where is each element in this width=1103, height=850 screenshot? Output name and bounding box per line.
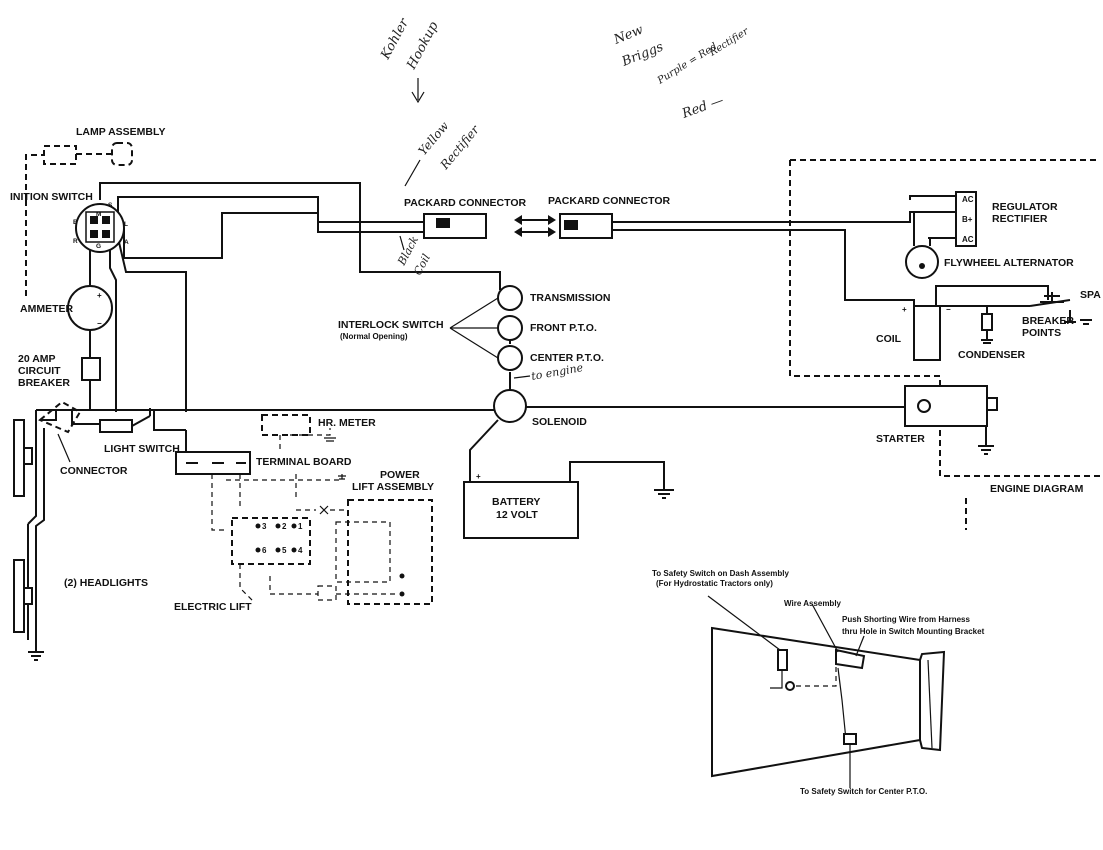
condenser-label: CONDENSER xyxy=(958,349,1026,361)
main-harness-wires xyxy=(27,182,958,640)
svg-text:AC: AC xyxy=(962,195,974,204)
headlights-label: (2) HEADLIGHTS xyxy=(64,577,148,589)
svg-text:RECTIFIER: RECTIFIER xyxy=(992,213,1048,225)
solenoid: SOLENOID xyxy=(493,389,587,428)
interlock-switches: TRANSMISSION FRONT P.T.O. CENTER P.T.O. … xyxy=(338,285,611,371)
svg-text:to engine: to engine xyxy=(530,361,584,383)
svg-text:POINTS: POINTS xyxy=(1022,327,1061,339)
svg-text:S: S xyxy=(108,202,113,209)
breaker-points: BREAKER POINTS xyxy=(1022,299,1076,339)
svg-text:SPA: SPA xyxy=(1080,289,1101,301)
svg-text:Wire Assembly: Wire Assembly xyxy=(784,599,842,608)
svg-text:L: L xyxy=(124,221,128,228)
svg-text:Push Shorting Wire from Harnes: Push Shorting Wire from Harness xyxy=(842,615,971,624)
flywheel-alternator-label: FLYWHEEL ALTERNATOR xyxy=(944,257,1074,269)
packard-connector-right: PACKARD CONNECTOR xyxy=(548,195,671,239)
packard-connector-left-label: PACKARD CONNECTOR xyxy=(404,197,527,209)
light-switch: LIGHT SWITCH xyxy=(99,415,180,455)
terminal-board: TERMINAL BOARD xyxy=(175,451,352,475)
packard-connector-left: PACKARD CONNECTOR xyxy=(404,197,527,239)
connector-label: CONNECTOR xyxy=(60,465,128,477)
svg-text:R: R xyxy=(73,238,78,245)
flywheel-alternator: FLYWHEEL ALTERNATOR xyxy=(905,212,1074,279)
solenoid-label: SOLENOID xyxy=(532,416,587,428)
connector-arrows xyxy=(514,215,556,237)
svg-text:Kohler: Kohler xyxy=(378,16,413,63)
headlights: (2) HEADLIGHTS xyxy=(13,419,148,661)
safety-switch-inset: To Safety Switch on Dash Assembly (For H… xyxy=(652,569,985,796)
svg-text:+: + xyxy=(902,305,907,314)
svg-text:6: 6 xyxy=(262,546,267,555)
svg-text:A: A xyxy=(124,239,129,246)
transmission-label: TRANSMISSION xyxy=(530,292,611,304)
svg-text:BATTERY: BATTERY xyxy=(492,496,540,508)
svg-text:G: G xyxy=(96,243,101,250)
regulator-rectifier: AC B+ AC REGULATOR RECTIFIER xyxy=(909,191,1058,247)
svg-text:B+: B+ xyxy=(962,215,973,224)
svg-text:Coil: Coil xyxy=(411,251,433,277)
svg-text:To Safety Switch on Dash Assem: To Safety Switch on Dash Assembly xyxy=(652,569,789,578)
svg-text:B: B xyxy=(73,219,78,226)
center-pto-label: CENTER P.T.O. xyxy=(530,352,604,364)
svg-text:REGULATOR: REGULATOR xyxy=(992,201,1058,213)
hour-meter: HR. METER xyxy=(261,414,376,452)
condenser: CONDENSER xyxy=(958,306,1026,361)
lamp-assembly: LAMP ASSEMBLY xyxy=(25,126,165,300)
spark-plug: SPA xyxy=(1040,289,1101,325)
svg-text:(Normal Opening): (Normal Opening) xyxy=(340,332,408,341)
battery: BATTERY 12 VOLT + xyxy=(463,472,674,539)
circuit-breaker: 20 AMP CIRCUIT BREAKER xyxy=(18,353,101,389)
front-pto-label: FRONT P.T.O. xyxy=(530,322,597,334)
engine-diagram-label: ENGINE DIAGRAM xyxy=(990,483,1084,495)
ammeter-label: AMMETER xyxy=(20,303,73,315)
light-switch-label: LIGHT SWITCH xyxy=(104,443,180,455)
svg-text:AC: AC xyxy=(962,235,974,244)
svg-text:1: 1 xyxy=(298,522,303,531)
svg-text:12 VOLT: 12 VOLT xyxy=(496,509,538,521)
hour-meter-label: HR. METER xyxy=(318,417,376,429)
ignition-switch: INITION SWITCH S B L R A M G xyxy=(10,191,129,253)
engine-diagram-boundary xyxy=(789,159,1100,530)
svg-text:4: 4 xyxy=(298,546,303,555)
interlock-switch-label: INTERLOCK SWITCH xyxy=(338,319,444,331)
svg-text:To Safety Switch for Center P.: To Safety Switch for Center P.T.O. xyxy=(800,787,927,796)
svg-text:BREAKER: BREAKER xyxy=(18,377,70,389)
svg-text:3: 3 xyxy=(262,522,267,531)
svg-text:5: 5 xyxy=(282,546,287,555)
svg-text:POWER: POWER xyxy=(380,469,420,481)
svg-text:2: 2 xyxy=(282,522,287,531)
svg-text:New: New xyxy=(611,22,646,48)
svg-text:Red —: Red — xyxy=(679,93,725,122)
svg-text:20 AMP: 20 AMP xyxy=(18,353,56,365)
svg-text:+: + xyxy=(97,291,102,300)
svg-text:CIRCUIT: CIRCUIT xyxy=(18,365,61,377)
electric-lift-label: ELECTRIC LIFT xyxy=(174,601,252,613)
svg-text:thru Hole in Switch Mounting B: thru Hole in Switch Mounting Bracket xyxy=(842,627,985,636)
ignition-coil: COIL + − xyxy=(876,285,1049,361)
svg-text:−: − xyxy=(946,305,951,314)
coil-label: COIL xyxy=(876,333,902,345)
terminal-board-label: TERMINAL BOARD xyxy=(256,456,352,468)
lamp-assembly-label: LAMP ASSEMBLY xyxy=(76,126,165,138)
svg-text:LIFT ASSEMBLY: LIFT ASSEMBLY xyxy=(352,481,434,493)
connector: CONNECTOR xyxy=(38,400,128,477)
starter: STARTER ENGINE DIAGRAM xyxy=(876,385,1084,495)
starter-label: STARTER xyxy=(876,433,925,445)
packard-connector-right-label: PACKARD CONNECTOR xyxy=(548,195,671,207)
svg-text:M: M xyxy=(96,211,101,218)
ammeter: AMMETER + − xyxy=(20,285,113,331)
ignition-switch-label: INITION SWITCH xyxy=(10,191,93,203)
svg-text:(For Hydrostatic Tractors only: (For Hydrostatic Tractors only) xyxy=(656,579,773,588)
svg-text:BREAKER: BREAKER xyxy=(1022,315,1074,327)
power-lift-assembly: POWER LIFT ASSEMBLY xyxy=(211,469,434,605)
svg-text:−: − xyxy=(97,319,102,328)
svg-text:+: + xyxy=(476,472,481,481)
electric-lift: 3 2 1 6 5 4 ELECTRIC LIFT xyxy=(174,517,311,613)
